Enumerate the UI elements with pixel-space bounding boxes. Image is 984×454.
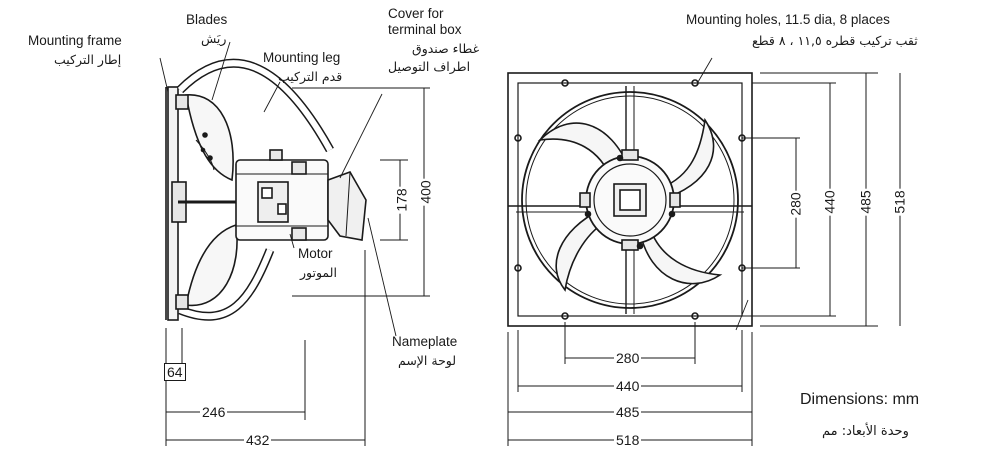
fan-ring bbox=[521, 91, 739, 309]
dim-h485: 485 bbox=[614, 404, 642, 420]
dim-178: 178 bbox=[393, 186, 410, 214]
mounting-frame-label-arabic: إطار التركيب bbox=[54, 52, 122, 67]
mounting-hole bbox=[561, 79, 569, 87]
dim-v518: 518 bbox=[891, 188, 908, 216]
mounting-hole bbox=[561, 312, 569, 320]
inner-frame bbox=[517, 82, 743, 317]
blades-label: Blades bbox=[186, 12, 228, 27]
fan-blade-upper bbox=[185, 94, 234, 182]
front-blade-4 bbox=[555, 208, 606, 292]
dim-v440: 440 bbox=[821, 188, 838, 216]
mounting-leg-label: Mounting leg bbox=[263, 50, 341, 65]
mounting-hole bbox=[514, 264, 522, 272]
dim-v485: 485 bbox=[857, 188, 874, 216]
dim-h440: 440 bbox=[614, 378, 642, 394]
terminal-box-cover bbox=[327, 171, 367, 241]
side-view bbox=[159, 41, 430, 446]
mounting-holes-label-arabic: ثقب تركيب قطره ١١,٥ ، ٨ قطع bbox=[752, 33, 918, 48]
mounting-hole bbox=[691, 79, 699, 87]
mounting-hole bbox=[691, 312, 699, 320]
motor-label: Motor bbox=[298, 246, 333, 261]
units-label: Dimensions: mm bbox=[800, 391, 920, 408]
dim-432: 432 bbox=[244, 432, 272, 448]
dim-v280: 280 bbox=[787, 190, 804, 218]
dim-h518: 518 bbox=[614, 432, 642, 448]
mounting-frame-label: Mounting frame bbox=[28, 33, 122, 48]
blades-label-arabic: ريَش bbox=[201, 31, 227, 46]
mounting-hole bbox=[514, 134, 522, 142]
units-label-arabic: وحدة الأبعاد: مم bbox=[822, 424, 909, 439]
dim-h280: 280 bbox=[614, 350, 642, 366]
fan-blade-lower bbox=[185, 223, 238, 307]
dim-64: 64 bbox=[164, 363, 186, 381]
front-blade-3 bbox=[639, 226, 723, 285]
dim-246: 246 bbox=[200, 404, 228, 420]
cover-label-arabic-line2: اطراف التوصيل bbox=[388, 59, 471, 74]
front-view bbox=[507, 57, 901, 446]
nameplate-label-arabic: لوحة الإسم bbox=[398, 353, 457, 368]
mounting-leg-label-arabic: قدم التركيب bbox=[278, 69, 343, 84]
cover-label-line1: Cover for bbox=[388, 6, 444, 21]
cover-label-line2: terminal box bbox=[388, 22, 462, 37]
outer-frame bbox=[507, 72, 753, 327]
mounting-holes-label: Mounting holes, 11.5 dia, 8 places bbox=[686, 12, 890, 27]
cover-label-arabic-line1: غطاء صندوق bbox=[412, 41, 480, 56]
motor-label-arabic: الموتور bbox=[300, 265, 337, 280]
dim-400: 400 bbox=[417, 178, 434, 206]
nameplate-label: Nameplate bbox=[392, 334, 458, 349]
